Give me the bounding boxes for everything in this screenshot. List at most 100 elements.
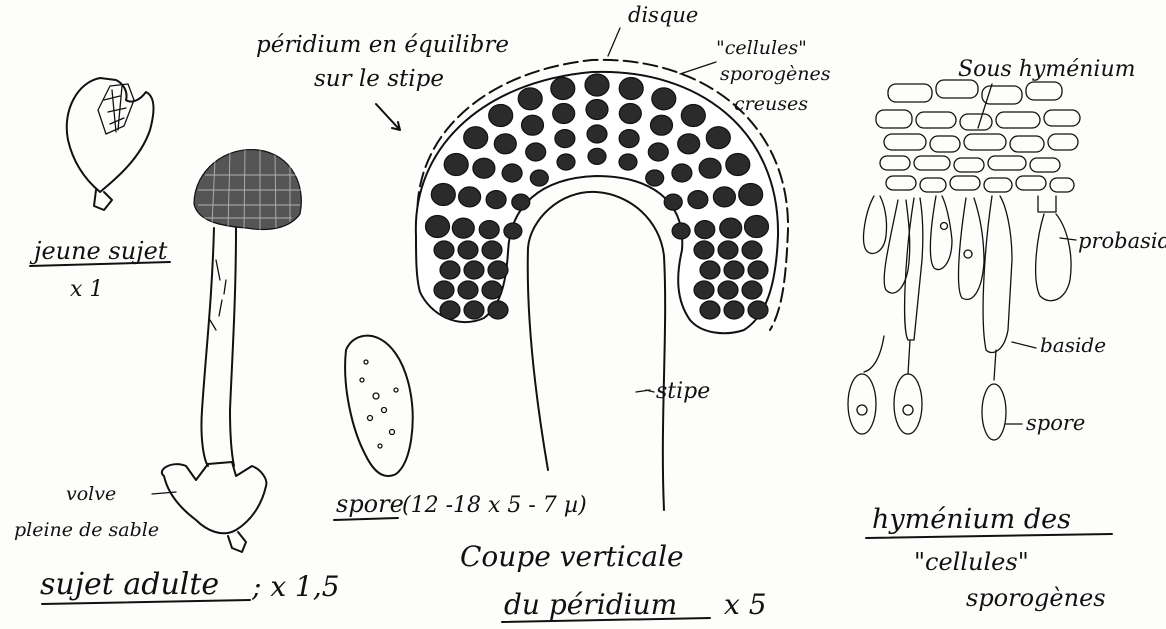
sporogenous-cell: [452, 218, 474, 238]
label-hymenium-line1: hyménium des: [872, 504, 1071, 535]
sporogenous-cell: [726, 154, 750, 176]
sporogenous-cell: [681, 105, 705, 127]
sporogenous-cell: [555, 130, 575, 148]
sporogenous-cell: [648, 143, 668, 161]
sporogenous-cell: [652, 88, 676, 110]
sporogenous-cell: [588, 148, 606, 164]
label-coupe-line2: du péridium: [504, 588, 677, 621]
sporogenous-cell: [444, 154, 468, 176]
sporogenous-cell: [713, 187, 735, 207]
sporogenous-cell: [699, 158, 721, 178]
sporogenous-cell: [518, 88, 542, 110]
sporogenous-cell: [586, 100, 608, 120]
young-specimen-drawing: [67, 78, 154, 210]
sporogenous-cell: [688, 191, 708, 209]
label-cellules-line3: creuses: [734, 93, 808, 115]
sporogenous-cell: [724, 301, 744, 319]
label-sous-hymenium: Sous hyménium: [958, 57, 1135, 82]
sporogenous-cell: [678, 134, 700, 154]
sporogenous-cell: [651, 115, 673, 135]
sporogenous-cell: [551, 78, 575, 100]
adult-specimen-drawing: [162, 150, 302, 552]
sporogenous-cell: [720, 218, 742, 238]
sporogenous-cell: [724, 261, 744, 279]
sporogenous-cell: [473, 158, 495, 178]
label-cellules-line2: sporogènes: [720, 63, 831, 85]
sporogenous-cell: [664, 194, 682, 210]
sporogenous-cell: [700, 261, 720, 279]
sporogenous-cell: [526, 143, 546, 161]
sporogenous-cell: [440, 261, 460, 279]
sporogenous-cell: [739, 184, 763, 206]
sporogenous-cell: [512, 194, 530, 210]
sporogenous-cell: [695, 221, 715, 239]
sporogenous-cell: [458, 241, 478, 259]
sporogenous-cell: [585, 74, 609, 96]
sporogenous-cell: [619, 78, 643, 100]
sporogenous-cell: [742, 241, 762, 259]
sporogenous-cell: [530, 170, 548, 186]
sporogenous-cell: [522, 115, 544, 135]
label-volve-line1: volve: [66, 483, 116, 505]
sporogenous-cell: [440, 301, 460, 319]
label-sujet-adulte: sujet adulte: [40, 567, 219, 602]
underline-spore: [334, 518, 398, 520]
label-spore-right: spore: [1026, 411, 1085, 435]
sporogenous-cell: [488, 301, 508, 319]
label-jeune-scale: x 1: [70, 277, 103, 302]
sporogenous-cell: [489, 105, 513, 127]
pointer-volve: [152, 492, 176, 494]
label-peridium-line2: sur le stipe: [314, 66, 444, 92]
sporogenous-cell: [482, 281, 502, 299]
sporogenous-cell: [488, 261, 508, 279]
label-cellules-line1: "cellules": [716, 37, 807, 59]
sporogenous-cell: [700, 301, 720, 319]
peridium-section-drawing: [416, 60, 788, 510]
sporogenous-cell: [557, 154, 575, 170]
sporogenous-cell: [553, 104, 575, 124]
sporogenous-cell: [672, 164, 692, 182]
sporogenous-cell: [502, 164, 522, 182]
label-baside: baside: [1040, 333, 1106, 357]
label-hymenium-line3: sporogènes: [966, 584, 1106, 612]
label-jeune-sujet: jeune sujet: [29, 237, 168, 265]
label-spore-dims: (12 -18 x 5 - 7 µ): [402, 493, 587, 518]
spore-drawing: [345, 336, 413, 476]
sporogenous-cell: [479, 221, 499, 239]
pointer-cellules: [680, 62, 716, 74]
sporogenous-cell: [619, 104, 641, 124]
sporogenous-cell: [459, 187, 481, 207]
sporogenous-cell: [504, 223, 522, 239]
arrow-peridium: [376, 104, 400, 130]
label-sujet-adulte-scale: ; x 1,5: [251, 570, 340, 603]
label-probaside: probaside: [1078, 229, 1166, 253]
sporogenous-cell: [434, 241, 454, 259]
sporogenous-cell: [748, 301, 768, 319]
sporogenous-cell: [482, 241, 502, 259]
sporogenous-cell: [464, 301, 484, 319]
label-peridium-line1: péridium en équilibre: [256, 32, 509, 58]
label-hymenium-line2: "cellules": [914, 548, 1029, 576]
sporogenous-cell: [694, 241, 714, 259]
sporogenous-cell: [718, 281, 738, 299]
sporogenous-cell: [458, 281, 478, 299]
label-spore: spore: [336, 490, 404, 518]
sporogenous-cell: [464, 261, 484, 279]
hymenium-drawing: [848, 80, 1080, 440]
sporogenous-cell: [706, 127, 730, 149]
sporogenous-cell: [431, 184, 455, 206]
sporogenous-cell: [694, 281, 714, 299]
label-disque: disque: [628, 3, 698, 27]
pointer-disque: [608, 28, 620, 56]
sporogenous-cell: [748, 261, 768, 279]
pointer-sous-hymenium: [978, 84, 992, 128]
sporogenous-cell: [619, 130, 639, 148]
sporogenous-cell: [718, 241, 738, 259]
sporogenous-cell: [434, 281, 454, 299]
sporogenous-cell: [494, 134, 516, 154]
sporogenous-cell: [742, 281, 762, 299]
sporogenous-cell: [464, 127, 488, 149]
sporogenous-cell: [426, 216, 450, 238]
